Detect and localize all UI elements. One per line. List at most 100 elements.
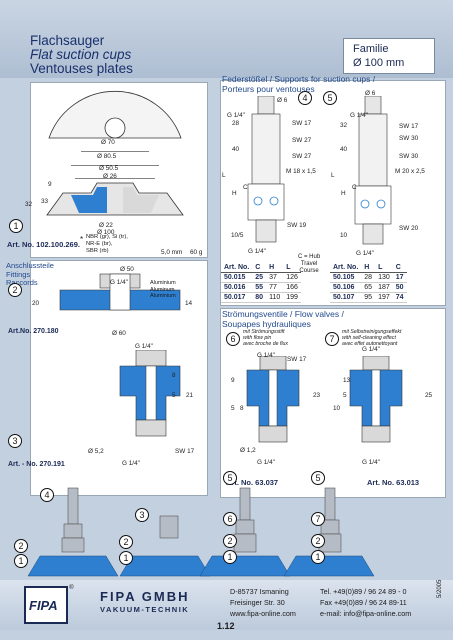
item-circle-7: 7 xyxy=(325,332,339,346)
v7-5: 5 xyxy=(343,392,347,399)
spring-5-table: Art. No. H L C 50.105 28 130 17 50.106 6… xyxy=(330,263,407,303)
dim-d22: Ø 22 xyxy=(99,222,113,229)
table-row: 50.015 25 37 126 xyxy=(221,272,301,283)
sp5-sw20: SW 20 xyxy=(399,225,419,232)
company-tagline: VAKUUM-TECHNIK xyxy=(100,605,190,614)
fit2-art-number: Art.No. 270.180 xyxy=(8,328,59,335)
sp4-axis-H: H xyxy=(232,190,237,197)
volume-value: 5,0 mm xyxy=(161,249,183,256)
fit2-g14: G 1/4" xyxy=(110,279,128,286)
fit2-d50: Ø 50 xyxy=(120,266,134,273)
fittings-title: Anschlussteile Fittings Raccords xyxy=(6,261,54,287)
assy-mid2-6: 6 xyxy=(223,512,237,526)
sp4-40: 40 xyxy=(232,146,240,153)
assy-left-1: 1 xyxy=(14,554,28,568)
item-circle-4: 4 xyxy=(298,91,312,105)
sp5-10: 10 xyxy=(340,232,348,239)
v6-sw17: SW 17 xyxy=(287,356,307,363)
valve-7-drawing xyxy=(349,356,403,443)
sp4-d6: Ø 6 xyxy=(277,97,288,104)
table-row: 50.105 28 130 17 xyxy=(330,272,407,283)
fit3-art-number: Art. - No. 270.191 xyxy=(8,461,65,468)
v6-5: 5 xyxy=(231,405,235,412)
sp5-sw17: SW 17 xyxy=(399,123,419,130)
edition-code: 5/2005 xyxy=(437,579,443,598)
valve-6-desc: mit Strömungsstift with flow pin avec br… xyxy=(243,329,288,348)
v7-13: 13 xyxy=(343,377,351,384)
fit3-8: 8 xyxy=(172,372,176,379)
dim-9: 9 xyxy=(48,181,52,188)
sp5-g14-bottom: G 1/4" xyxy=(356,250,374,257)
v6-8: 8 xyxy=(240,405,244,412)
email-link[interactable]: e-mail: info@fipa-online.com xyxy=(320,609,412,618)
family-value: Ø 100 mm xyxy=(353,57,405,69)
company-name: FIPA GMBH xyxy=(100,589,190,604)
sp5-sw30b: SW 30 xyxy=(399,153,419,160)
hub-label: C = Hub Travel Course xyxy=(298,254,321,274)
sp4-g14: G 1/4" xyxy=(227,112,245,119)
sp5-axis-L: L xyxy=(331,172,335,179)
fitting-2-drawing xyxy=(59,273,181,311)
assembly-drawing xyxy=(27,487,375,577)
fitting-3-drawing xyxy=(119,350,181,437)
assy-right-1: 1 xyxy=(311,550,325,564)
fit3-g14-top: G 1/4" xyxy=(135,343,153,350)
fit2-14: 14 xyxy=(185,300,193,307)
assy-left-2: 2 xyxy=(14,539,28,553)
assy-left-4: 4 xyxy=(40,488,54,502)
dim-d50: Ø 50.5 xyxy=(99,165,119,172)
website-link[interactable]: www.fipa-online.com xyxy=(230,609,296,618)
dim-d80: Ø 80.5 xyxy=(97,153,117,160)
dim-33: 33 xyxy=(41,198,49,205)
fit3-g14-bottom: G 1/4" xyxy=(122,460,140,467)
sp4-g14-bottom: G 1/4" xyxy=(248,248,266,255)
logo-text: FIPA xyxy=(29,598,58,613)
fit2-material: Aluminium Aluminum Aluminium xyxy=(150,280,176,299)
weight-value: 60 g xyxy=(190,249,203,256)
sp4-105: 10/5 xyxy=(231,232,244,239)
sp4-axis-L: L xyxy=(222,172,226,179)
assy-right-2: 2 xyxy=(311,534,325,548)
contact-block: Tel. +49(0)89 / 96 24 89 - 0 Fax +49(0)8… xyxy=(320,587,412,618)
assy-mid1-3: 3 xyxy=(135,508,149,522)
table-row: 50.017 80 110 199 xyxy=(221,292,301,303)
address-block: D-85737 Ismaning Freisinger Str. 30 www.… xyxy=(230,587,296,618)
fit2-20: 20 xyxy=(32,300,40,307)
dim-d26: Ø 26 xyxy=(103,173,117,180)
cup-panel: Ø 70 Ø 80.5 Ø 50.5 Ø 26 Ø 22 Ø 100 33 32… xyxy=(9,82,208,258)
v6-g14-top: G 1/4" xyxy=(257,352,275,359)
sp4-sw27a: SW 27 xyxy=(292,137,312,144)
title-de: Flachsauger xyxy=(30,33,105,48)
dim-32: 32 xyxy=(25,201,33,208)
spring-4-table: Art. No. C H L 50.015 25 37 126 50.016 5… xyxy=(221,263,301,303)
sp5-axis-C: C xyxy=(352,184,357,191)
material-list: NBR (gr), Si (tr), NR-E (br), SBR (rb) xyxy=(86,234,128,254)
v7-10: 10 xyxy=(333,405,341,412)
title-fr: Ventouses plates xyxy=(30,61,133,76)
dim-d70: Ø 70 xyxy=(101,139,115,146)
spring-5-drawing xyxy=(354,96,392,245)
sp5-m20: M 20 x 2,5 xyxy=(395,168,425,175)
table-row: 50.107 95 197 74 xyxy=(330,292,407,303)
family-box: Familie Ø 100 mm xyxy=(343,38,435,74)
sp5-40: 40 xyxy=(340,146,348,153)
table-header: Art. No. C H L xyxy=(221,263,301,273)
v7-g14-bottom: G 1/4" xyxy=(362,459,380,466)
valves-title: Strömungsventile / Flow valves / Soupape… xyxy=(222,309,344,329)
item-circle-1: 1 xyxy=(9,219,23,233)
fit3-sw17: SW 17 xyxy=(175,448,195,455)
dim-d100: Ø 100 xyxy=(97,229,115,236)
assy-mid2-5: 5 xyxy=(223,471,237,485)
registered-mark: ® xyxy=(69,584,74,591)
spring-4-drawing xyxy=(247,96,285,243)
v6-g14-bottom: G 1/4" xyxy=(257,459,275,466)
cup-art-number: Art. No. 102.100.269. xyxy=(7,240,80,249)
item-circle-6: 6 xyxy=(226,332,240,346)
sp5-32: 32 xyxy=(340,122,348,129)
sp5-d6: Ø 6 xyxy=(365,90,376,97)
valve-7-art-number: Art. No. 63.013 xyxy=(367,478,420,487)
sp4-sw27b: SW 27 xyxy=(292,153,312,160)
assy-mid2-2: 2 xyxy=(223,534,237,548)
fit2-d60: Ø 60 xyxy=(112,330,126,337)
valve-6-drawing xyxy=(246,356,300,443)
